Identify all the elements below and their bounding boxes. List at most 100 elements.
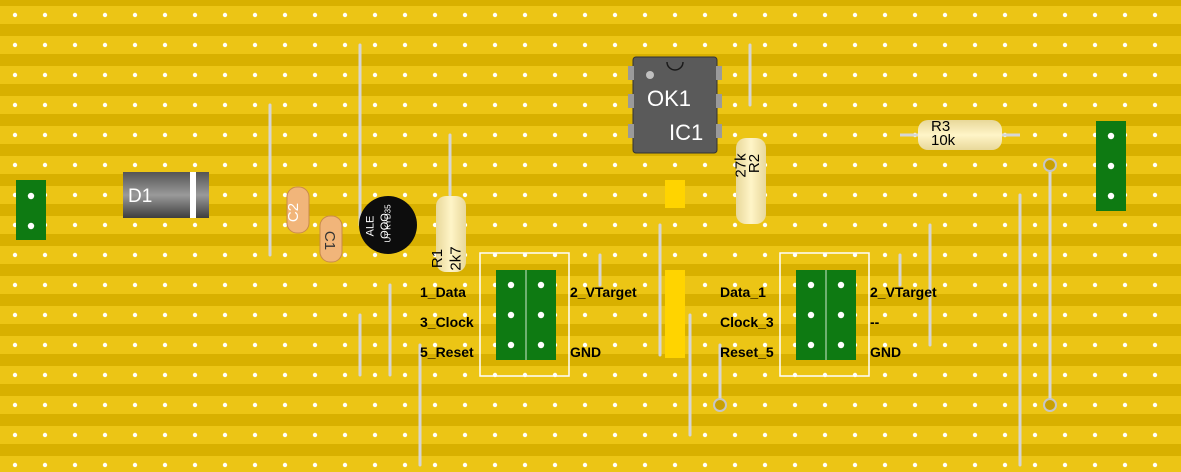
strip-hole xyxy=(282,462,288,468)
strip-hole xyxy=(492,222,498,228)
strip-hole xyxy=(882,252,888,258)
strip-hole xyxy=(462,162,468,168)
strip-hole xyxy=(1152,102,1158,108)
right-conn-label-6: GND xyxy=(870,344,902,360)
strip-hole xyxy=(912,402,918,408)
strip-hole xyxy=(1062,312,1068,318)
strip-hole xyxy=(522,222,528,228)
strip-hole xyxy=(252,222,258,228)
strip-hole xyxy=(102,222,108,228)
strip-hole xyxy=(852,12,858,18)
strip-hole xyxy=(102,252,108,258)
strip-hole xyxy=(432,192,438,198)
strip-hole xyxy=(42,252,48,258)
strip-hole xyxy=(1092,12,1098,18)
strip-hole xyxy=(342,222,348,228)
strip-hole xyxy=(252,252,258,258)
right-conn-label-4: -- xyxy=(870,314,880,330)
strip-hole xyxy=(672,252,678,258)
strip-hole xyxy=(72,192,78,198)
strip-hole xyxy=(252,372,258,378)
strip-hole xyxy=(12,162,18,168)
strip-hole xyxy=(702,402,708,408)
strip-hole xyxy=(432,102,438,108)
strip-hole xyxy=(192,222,198,228)
strip-hole xyxy=(72,402,78,408)
strip-hole xyxy=(612,162,618,168)
strip-hole xyxy=(342,102,348,108)
jumper-pad xyxy=(665,270,685,358)
strip-hole xyxy=(402,192,408,198)
strip-hole xyxy=(852,102,858,108)
strip-hole xyxy=(162,342,168,348)
strip-hole xyxy=(612,102,618,108)
header-left xyxy=(16,180,46,240)
strip-hole xyxy=(222,132,228,138)
strip-hole xyxy=(222,342,228,348)
strip-hole xyxy=(672,432,678,438)
strip-hole xyxy=(942,402,948,408)
strip-hole xyxy=(102,12,108,18)
strip-hole xyxy=(252,432,258,438)
strip-hole xyxy=(942,72,948,78)
strip-hole xyxy=(462,462,468,468)
strip-hole xyxy=(342,162,348,168)
strip-hole xyxy=(102,402,108,408)
strip-hole xyxy=(462,12,468,18)
strip-hole xyxy=(402,462,408,468)
strip-hole xyxy=(522,42,528,48)
strip-hole xyxy=(1032,282,1038,288)
wire-link-pads xyxy=(713,158,1057,412)
strip-hole xyxy=(222,312,228,318)
strip-hole xyxy=(1092,462,1098,468)
copper-strip xyxy=(0,156,1181,174)
right-conn-label-2: 2_VTarget xyxy=(870,284,937,300)
strip-hole xyxy=(1092,282,1098,288)
strip-hole xyxy=(642,372,648,378)
strip-hole xyxy=(732,282,738,288)
left-conn-label-1: 1_Data xyxy=(420,284,466,300)
strip-hole xyxy=(312,282,318,288)
strip-hole xyxy=(762,12,768,18)
strip-hole xyxy=(972,312,978,318)
strip-hole xyxy=(552,102,558,108)
strip-hole xyxy=(912,192,918,198)
strip-hole xyxy=(132,282,138,288)
strip-hole xyxy=(762,342,768,348)
strip-hole xyxy=(852,462,858,468)
strip-hole xyxy=(732,12,738,18)
strip-hole xyxy=(222,462,228,468)
strip-hole xyxy=(1062,42,1068,48)
strip-hole xyxy=(12,402,18,408)
strip-hole xyxy=(132,312,138,318)
strip-hole xyxy=(732,252,738,258)
strip-hole xyxy=(42,372,48,378)
strip-hole xyxy=(792,162,798,168)
strip-hole xyxy=(402,42,408,48)
strip-hole xyxy=(882,372,888,378)
strip-hole xyxy=(462,72,468,78)
strip-hole xyxy=(972,342,978,348)
strip-hole xyxy=(522,162,528,168)
right-conn-label-5: Reset_5 xyxy=(720,344,774,360)
strip-hole xyxy=(402,12,408,18)
strip-hole xyxy=(252,342,258,348)
strip-hole xyxy=(1002,402,1008,408)
strip-hole xyxy=(12,372,18,378)
strip-hole xyxy=(552,402,558,408)
strip-hole xyxy=(162,12,168,18)
strip-hole xyxy=(12,42,18,48)
strip-hole xyxy=(852,42,858,48)
strip-hole xyxy=(1092,252,1098,258)
strip-hole xyxy=(912,252,918,258)
strip-hole xyxy=(882,312,888,318)
strip-hole xyxy=(192,162,198,168)
strip-hole xyxy=(942,372,948,378)
strip-hole xyxy=(312,162,318,168)
strip-hole xyxy=(522,12,528,18)
r1-ref-label: R1 xyxy=(429,248,447,269)
strip-hole xyxy=(912,462,918,468)
strip-hole xyxy=(1122,42,1128,48)
strip-hole xyxy=(942,192,948,198)
